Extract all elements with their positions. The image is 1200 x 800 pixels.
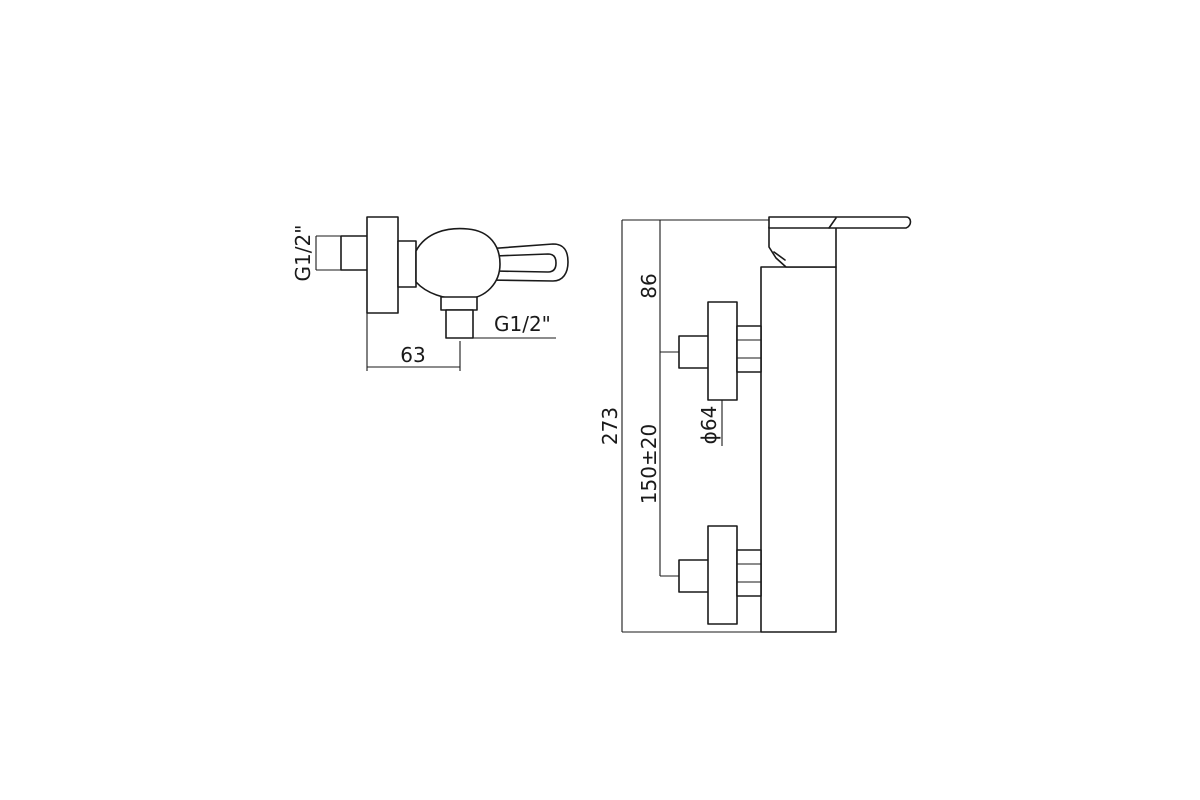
front-main-body xyxy=(760,266,837,633)
side-inlet-connector xyxy=(340,235,369,271)
side-body-collar xyxy=(397,240,417,288)
side-lever-slot xyxy=(494,253,557,273)
front-upper-flange xyxy=(707,301,738,401)
flange-diameter-label: ϕ64 xyxy=(697,406,721,445)
front-lever-step xyxy=(773,251,786,261)
front-lower-nut xyxy=(736,549,762,597)
front-upper-nut xyxy=(736,325,762,373)
front-upper-inlet-pipe xyxy=(678,335,710,369)
inlet-spacing-label: 150±20 xyxy=(637,424,661,504)
inlet-thread-label: G1/2" xyxy=(291,225,315,282)
side-view: G1/2" G1/2" 63 xyxy=(291,216,569,371)
side-valve-body xyxy=(415,227,501,300)
side-wall-flange xyxy=(366,216,399,314)
side-outlet-nut xyxy=(440,296,478,311)
outlet-thread-label: G1/2" xyxy=(494,312,551,336)
front-view: 273 86 150±20 ϕ64 xyxy=(598,216,912,633)
front-lever-tip xyxy=(828,217,837,229)
depth-label: 63 xyxy=(400,343,425,367)
side-outlet-connector xyxy=(445,309,474,339)
height-label: 273 xyxy=(598,407,622,445)
front-lever-base xyxy=(768,226,837,268)
front-lower-flange xyxy=(707,525,738,625)
front-lower-inlet-pipe xyxy=(678,559,710,593)
front-lever-handle xyxy=(768,216,912,229)
top-offset-label: 86 xyxy=(637,273,661,298)
